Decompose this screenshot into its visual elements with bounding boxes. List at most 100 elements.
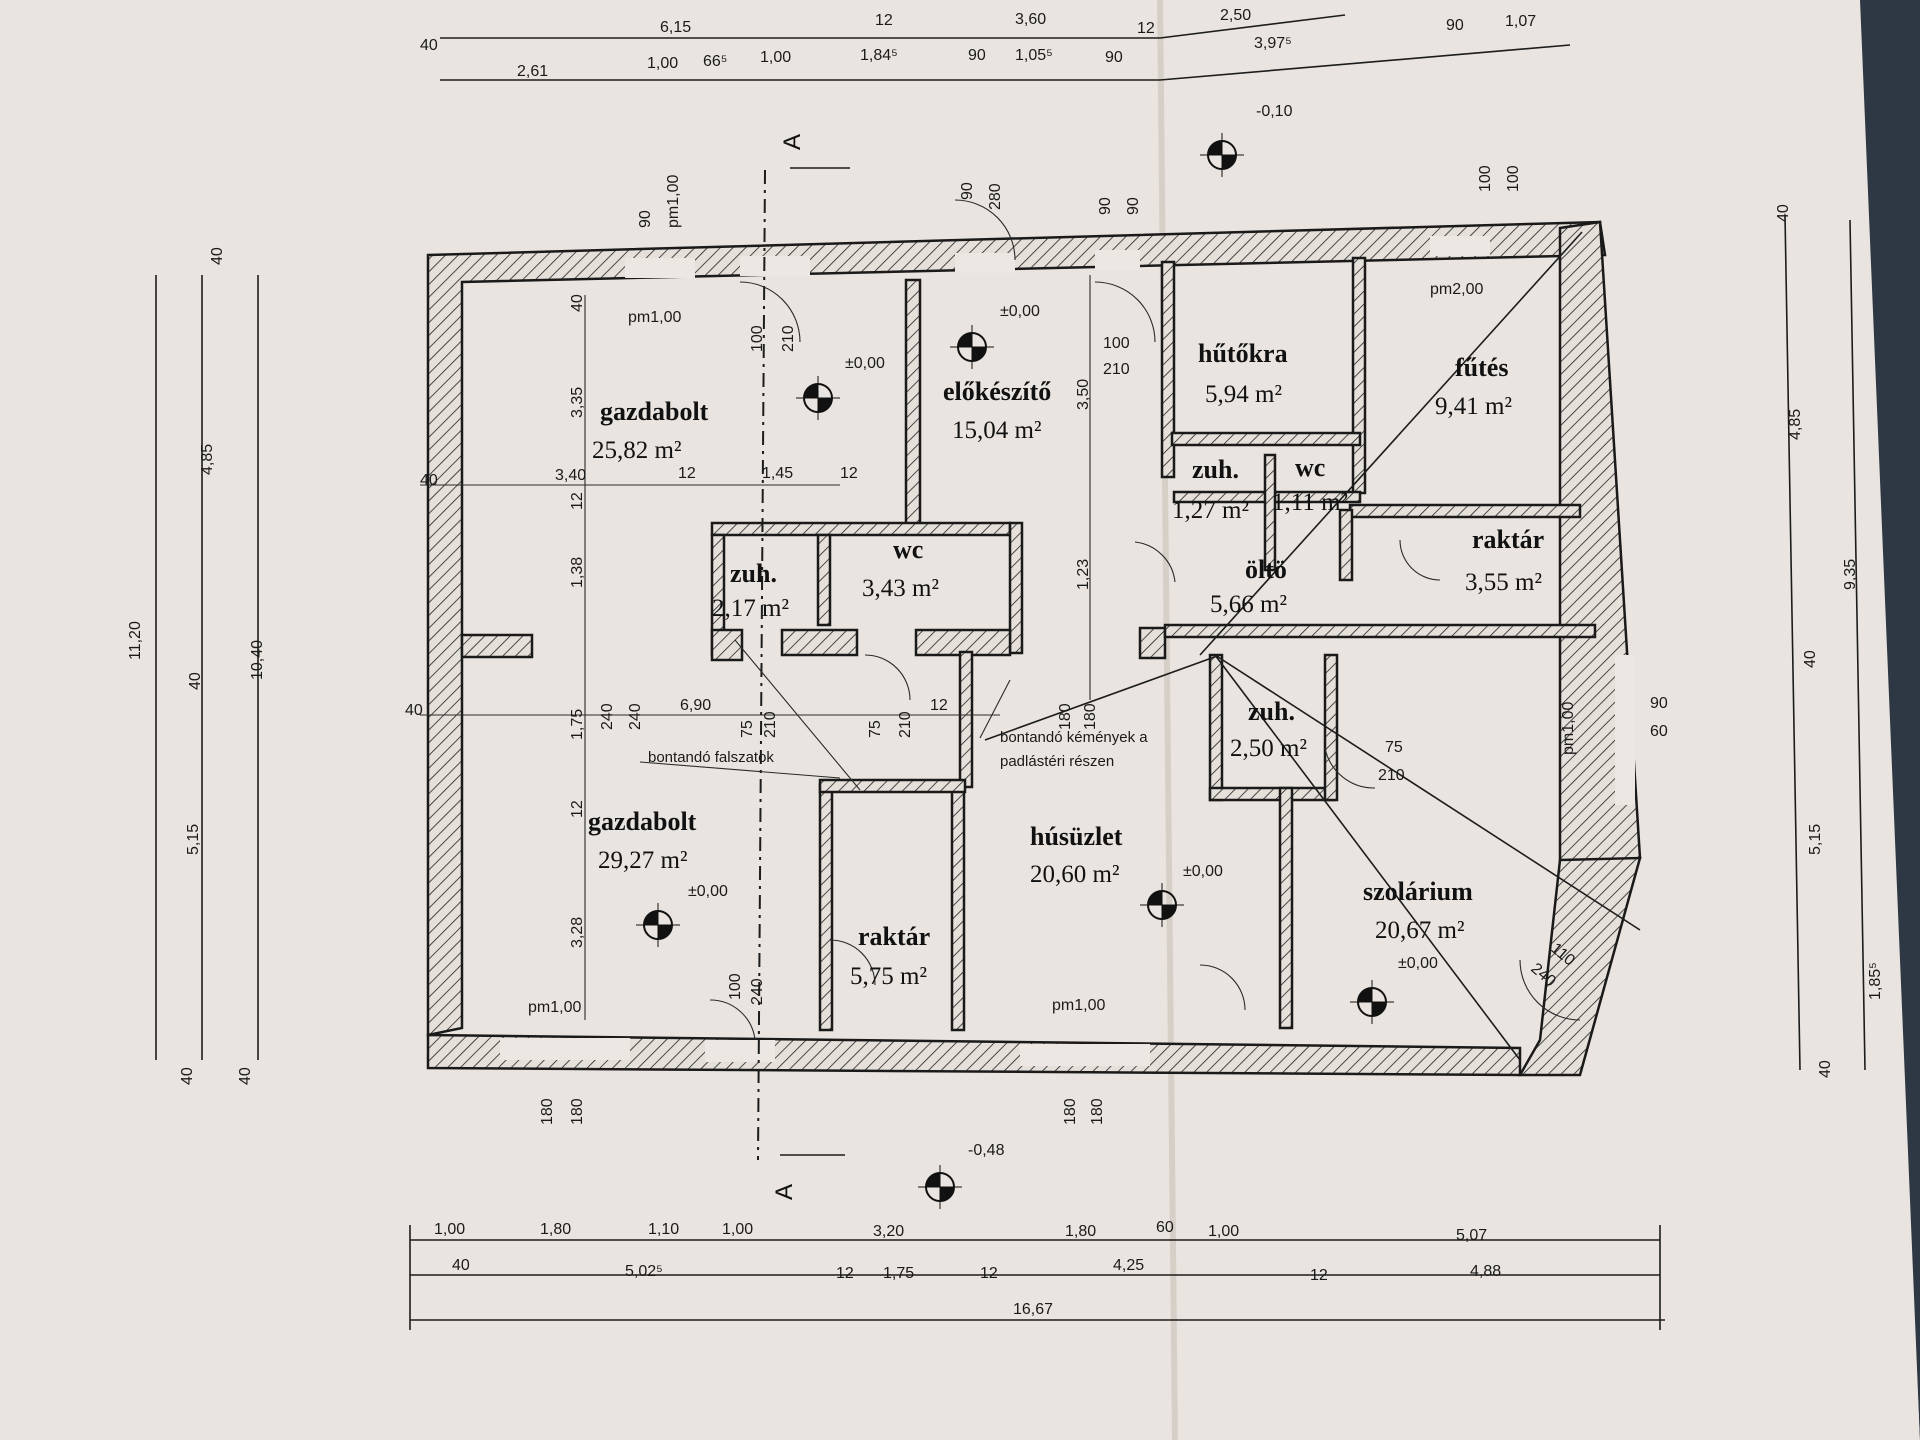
svg-text:4,85: 4,85 — [199, 444, 216, 475]
room-name: előkészítő — [943, 377, 1051, 406]
svg-text:12: 12 — [980, 1265, 998, 1282]
svg-text:12: 12 — [930, 697, 948, 714]
svg-text:40: 40 — [1817, 1060, 1834, 1078]
door-labels: 100 210 90 280 90 90 100 210 75 210 75 2… — [539, 165, 1668, 1125]
room-area: 20,60 m² — [1030, 861, 1119, 888]
svg-text:12: 12 — [678, 465, 696, 482]
room-area: 2,50 m² — [1230, 735, 1307, 762]
svg-text:210: 210 — [780, 325, 797, 352]
room-area: 15,04 m² — [952, 417, 1041, 444]
svg-text:9,35: 9,35 — [1842, 559, 1859, 590]
svg-text:90: 90 — [1446, 17, 1464, 34]
svg-text:210: 210 — [1103, 361, 1130, 378]
svg-text:3,97⁵: 3,97⁵ — [1254, 35, 1292, 52]
room-area: 5,75 m² — [850, 963, 927, 990]
room-name: zuh. — [1248, 697, 1295, 726]
room-name: wc — [893, 535, 923, 564]
svg-text:1,80: 1,80 — [540, 1221, 571, 1238]
room-name: wc — [1295, 453, 1325, 482]
svg-text:6,15: 6,15 — [660, 19, 691, 36]
bottom-dimension-lines — [409, 1225, 1665, 1330]
svg-text:100: 100 — [749, 325, 766, 352]
room-name: öltö — [1245, 555, 1287, 584]
windows — [500, 236, 1635, 1066]
room-parapet: pm1,00 — [628, 309, 681, 326]
entrance-level-top: -0,10 — [1256, 103, 1293, 120]
svg-text:11,20: 11,20 — [127, 621, 144, 660]
svg-text:pm1,00: pm1,00 — [665, 175, 682, 228]
room-name: gazdabolt — [588, 807, 697, 836]
bottom-dimension-row-1: 1,00 1,80 1,10 1,00 3,20 1,80 60 1,00 5,… — [434, 1219, 1487, 1244]
svg-text:90: 90 — [637, 210, 654, 228]
svg-text:5,02⁵: 5,02⁵ — [625, 1263, 663, 1280]
svg-text:40: 40 — [420, 472, 438, 489]
svg-text:60: 60 — [1156, 1219, 1174, 1236]
room-area: 20,67 m² — [1375, 917, 1464, 944]
svg-text:75: 75 — [867, 720, 884, 738]
svg-text:40: 40 — [187, 672, 204, 690]
svg-text:75: 75 — [739, 720, 756, 738]
room-name: hűtőkra — [1198, 339, 1288, 368]
room-area: 3,43 m² — [862, 575, 939, 602]
svg-text:3,20: 3,20 — [873, 1223, 904, 1240]
svg-text:6,90: 6,90 — [680, 697, 711, 714]
svg-text:100: 100 — [1103, 335, 1130, 352]
svg-text:4,25: 4,25 — [1113, 1257, 1144, 1274]
svg-text:5,07: 5,07 — [1456, 1227, 1487, 1244]
svg-text:1,00: 1,00 — [722, 1221, 753, 1238]
svg-text:1,00: 1,00 — [434, 1221, 465, 1238]
svg-text:210: 210 — [897, 711, 914, 738]
room-level: ±0,00 — [1183, 863, 1223, 880]
top-dimension-row-2: 40 2,61 1,00 66⁵ 1,00 1,84⁵ 90 1,05⁵ 90 … — [420, 13, 1536, 80]
svg-text:1,07: 1,07 — [1505, 13, 1536, 30]
room-area: 2,17 m² — [712, 595, 789, 622]
svg-text:180: 180 — [569, 1098, 586, 1125]
entrance-level-bottom: -0,48 — [968, 1142, 1005, 1159]
room-level: ±0,00 — [1000, 303, 1040, 320]
svg-text:90: 90 — [1650, 695, 1668, 712]
svg-text:180: 180 — [1057, 703, 1074, 730]
svg-text:100: 100 — [727, 973, 744, 1000]
svg-text:12: 12 — [840, 465, 858, 482]
room-area: 25,82 m² — [592, 437, 681, 464]
room-name: szolárium — [1363, 877, 1473, 906]
svg-text:240: 240 — [599, 703, 616, 730]
svg-text:5,15: 5,15 — [185, 824, 202, 855]
room-parapet: pm2,00 — [1430, 281, 1483, 298]
svg-text:1,10: 1,10 — [648, 1221, 679, 1238]
svg-text:10,40: 10,40 — [249, 640, 266, 680]
room-name: zuh. — [730, 559, 777, 588]
svg-text:40: 40 — [237, 1067, 254, 1085]
svg-text:180: 180 — [1089, 1098, 1106, 1125]
section-mark-bottom: A — [771, 1184, 798, 1200]
svg-text:40: 40 — [405, 702, 423, 719]
svg-text:1,75: 1,75 — [569, 709, 586, 740]
right-dimension-values: 40 4,85 9,35 40 5,15 1,85⁵ 40 — [1775, 204, 1884, 1078]
svg-text:3,50: 3,50 — [1075, 379, 1092, 410]
interior-dimension-values: 3,35 1,38 1,75 3,28 3,40 12 1,45 12 6,90… — [405, 294, 1092, 948]
svg-text:1,05⁵: 1,05⁵ — [1015, 47, 1053, 64]
svg-text:240: 240 — [627, 703, 644, 730]
svg-text:2,50: 2,50 — [1220, 7, 1251, 24]
room-area: 9,41 m² — [1435, 393, 1512, 420]
svg-text:12: 12 — [569, 800, 586, 818]
room-name: fűtés — [1455, 353, 1508, 382]
svg-text:280: 280 — [987, 183, 1004, 210]
svg-text:40: 40 — [569, 294, 586, 312]
room-area: 5,66 m² — [1210, 591, 1287, 618]
room-name: gazdabolt — [600, 397, 709, 426]
note-demolish-chimney-1: bontandó kémények a — [1000, 729, 1148, 746]
svg-text:12: 12 — [875, 12, 893, 29]
svg-text:1,80: 1,80 — [1065, 1223, 1096, 1240]
room-name: zuh. — [1192, 455, 1239, 484]
svg-text:3,28: 3,28 — [569, 917, 586, 948]
room-name: húsüzlet — [1030, 822, 1123, 851]
svg-text:1,23: 1,23 — [1075, 559, 1092, 590]
svg-text:12: 12 — [1310, 1267, 1328, 1284]
top-dimension-row-1: 6,15 12 3,60 12 2,50 — [660, 7, 1251, 37]
svg-text:40: 40 — [420, 37, 438, 54]
svg-text:180: 180 — [1082, 703, 1099, 730]
interior-dimension-lines — [420, 275, 1091, 1020]
room-area: 1,11 m² — [1272, 489, 1348, 516]
